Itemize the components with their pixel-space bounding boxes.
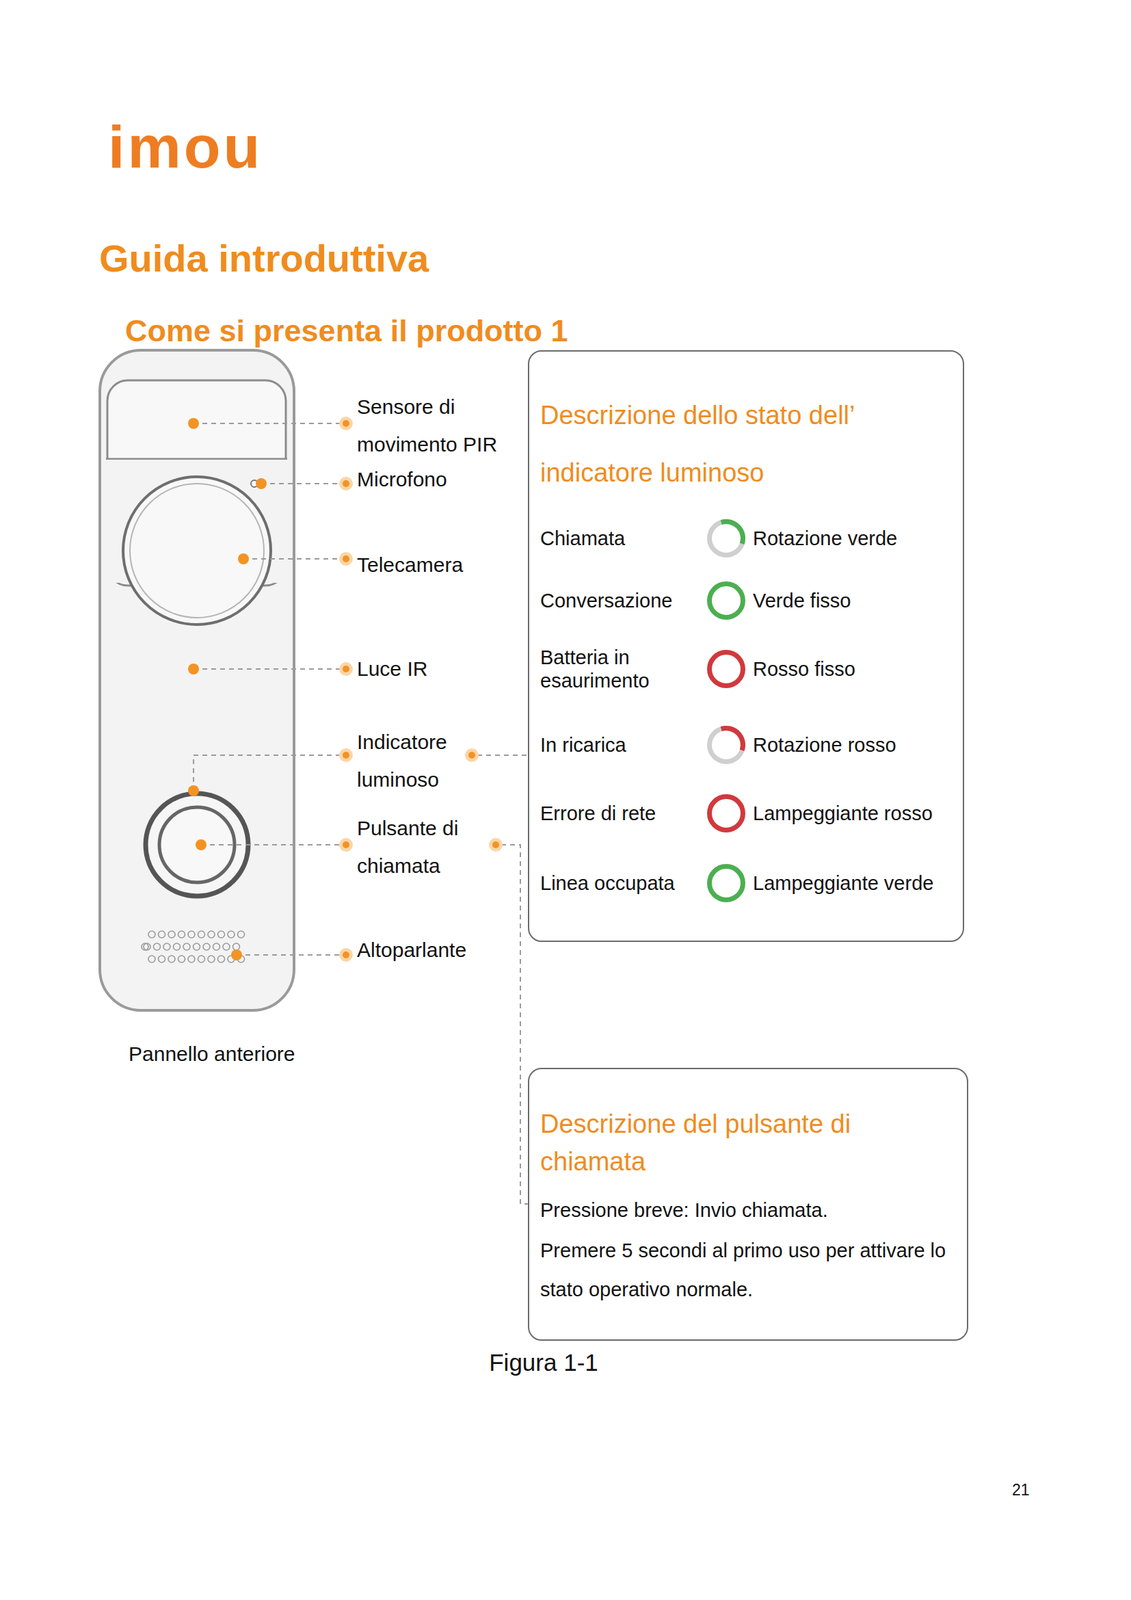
status-ring	[709, 796, 744, 831]
status-name: In ricarica	[540, 730, 705, 759]
status-legend-box: Descrizione dello stato dell’ indicatore…	[527, 350, 965, 942]
status-pattern: Rotazione verde	[752, 524, 955, 552]
section-heading: Come si presenta il prodotto 1	[125, 311, 741, 351]
button-description: Premere 5 secondi al primo uso per attiv…	[540, 1230, 959, 1309]
part-label: Pulsante di chiamata	[356, 808, 481, 885]
label-markers	[339, 416, 503, 962]
panel-caption: Pannello anteriore	[128, 1039, 375, 1069]
status-ring	[709, 866, 744, 900]
status-ring	[709, 652, 744, 686]
part-label: Luce IR	[356, 654, 518, 684]
status-pattern: Lampeggiante rosso	[752, 799, 955, 827]
status-pattern: Rotazione rosso	[752, 730, 955, 759]
part-label: Microfono	[356, 464, 518, 494]
leader-lines	[193, 423, 528, 1204]
status-name: Linea occupata	[540, 869, 705, 897]
status-ring	[709, 519, 746, 555]
brand-logo: imou	[108, 109, 314, 185]
status-icons	[529, 351, 961, 941]
speaker-grille	[141, 930, 245, 963]
box-heading: Descrizione del pulsante di chiamata	[540, 1105, 944, 1181]
part-label: Indicatore luminoso	[356, 722, 477, 798]
status-name: Errore di rete	[540, 799, 705, 827]
status-pattern: Lampeggiante verde	[752, 869, 955, 897]
doorbell-device	[99, 350, 295, 1010]
status-name: Conversazione	[540, 586, 705, 615]
status-pattern: Rosso fisso	[752, 655, 955, 683]
part-label: Sensore di movimento PIR	[356, 387, 518, 463]
page-title: Guida introduttiva	[99, 235, 715, 282]
leader-dots	[188, 417, 267, 961]
box-heading: Descrizione dello stato dell’ indicatore…	[540, 386, 944, 502]
status-pattern: Verde fisso	[752, 586, 955, 615]
part-label: Altoparlante	[356, 935, 518, 965]
status-name: Chiamata	[540, 524, 705, 552]
status-name: Batteria in esaurimento	[540, 645, 705, 693]
button-description: Pressione breve: Invio chiamata.	[540, 1190, 958, 1230]
part-label: Telecamera	[356, 550, 518, 580]
status-ring	[709, 583, 744, 618]
figure-caption: Figura 1-1	[478, 1347, 609, 1378]
button-info-box: Descrizione del pulsante di chiamataPres…	[527, 1067, 969, 1341]
page-number: 21	[1012, 1479, 1054, 1500]
status-ring	[709, 725, 746, 762]
